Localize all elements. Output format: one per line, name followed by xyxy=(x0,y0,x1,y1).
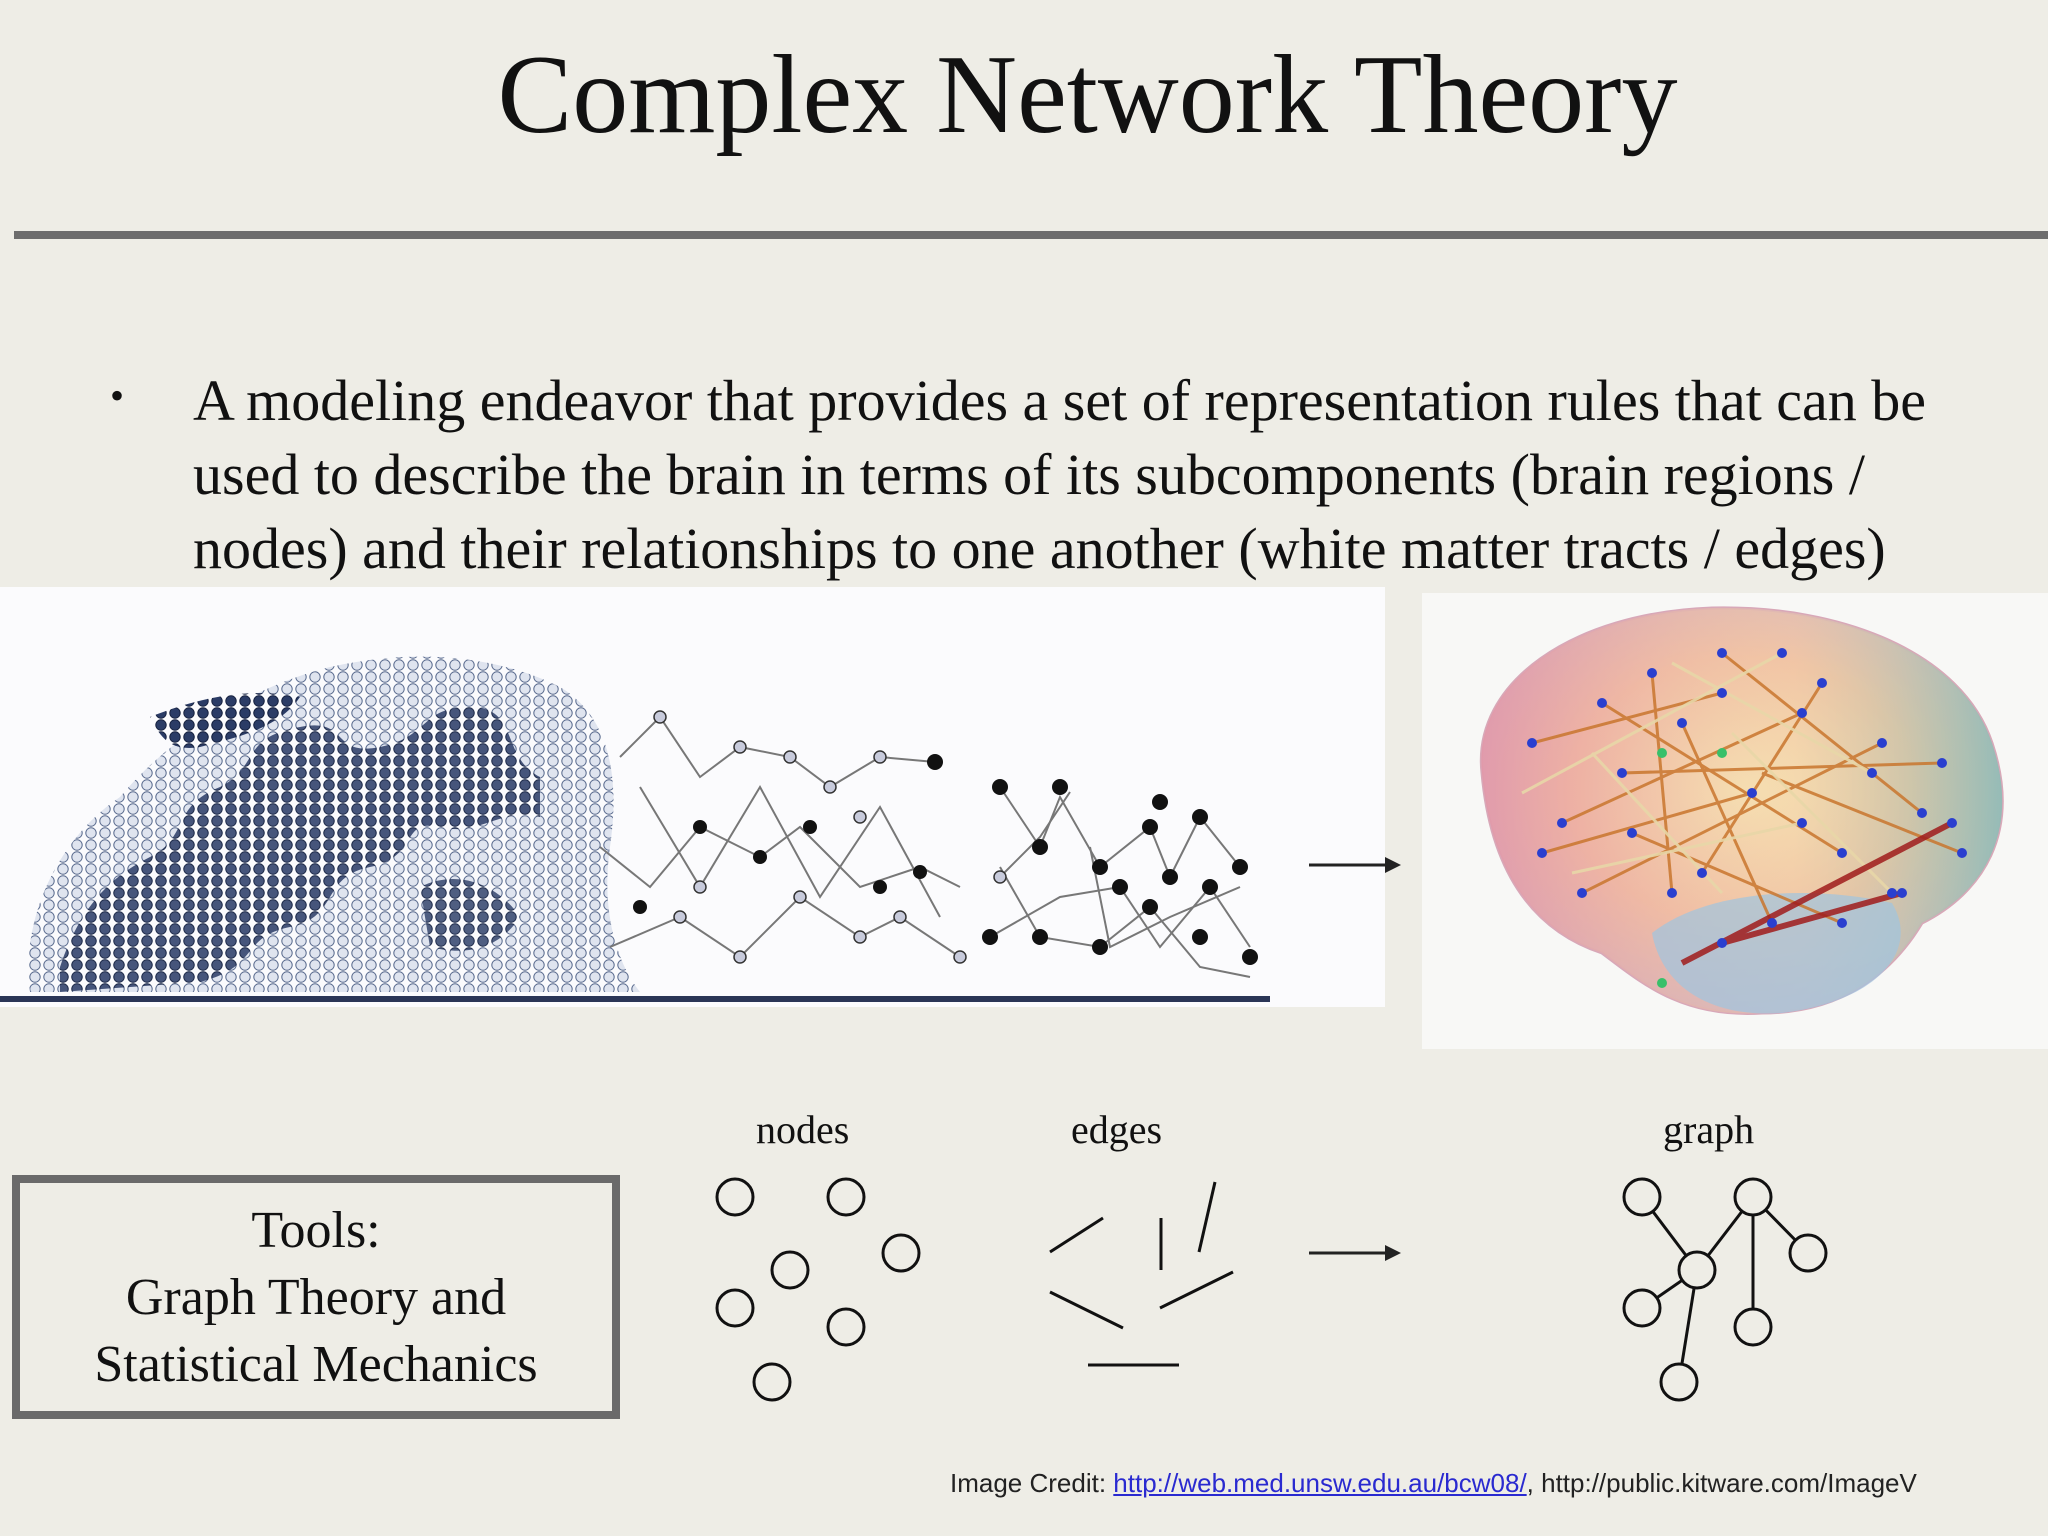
edges-diagram xyxy=(1035,1170,1255,1370)
bullet-line-3: nodes) and their relationships to one an… xyxy=(193,512,2023,586)
credit-rest: , http://public.kitware.com/ImageV xyxy=(1527,1468,1917,1498)
bullet-line-2: used to describe the brain in terms of i… xyxy=(193,438,2023,512)
bullet-line-1: A modeling endeavor that provides a set … xyxy=(193,364,2023,438)
credit-link[interactable]: http://web.med.unsw.edu.au/bcw08/ xyxy=(1113,1468,1526,1498)
tools-box: Tools: Graph Theory and Statistical Mech… xyxy=(12,1175,620,1419)
tools-line-2: Graph Theory and xyxy=(20,1264,612,1331)
brain-network-image xyxy=(1422,593,2048,1049)
arrow-right-icon xyxy=(1305,1238,1405,1268)
nodes-label: nodes xyxy=(756,1105,849,1155)
slide-title: Complex Network Theory xyxy=(0,30,2048,160)
arrow-right-icon xyxy=(1305,850,1405,880)
credit-prefix: Image Credit: xyxy=(950,1468,1113,1498)
tools-line-1: Tools: xyxy=(20,1197,612,1264)
title-divider xyxy=(14,231,2048,239)
nodes-diagram xyxy=(700,1160,960,1410)
tools-line-3: Statistical Mechanics xyxy=(20,1331,612,1398)
graph-label: graph xyxy=(1663,1105,1754,1155)
bullet-text: A modeling endeavor that provides a set … xyxy=(193,364,2023,586)
brain-to-network-image xyxy=(0,587,1385,1007)
edges-label: edges xyxy=(1071,1105,1162,1155)
graph-diagram xyxy=(1600,1160,1840,1410)
image-credit: Image Credit: http://web.med.unsw.edu.au… xyxy=(950,1468,1917,1499)
bullet-marker: • xyxy=(110,372,124,419)
